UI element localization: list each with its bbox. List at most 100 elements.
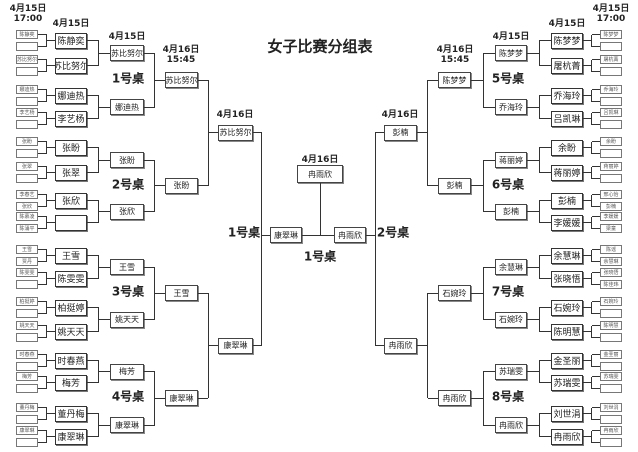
entrant-slot[interactable]: 陈佳玮 bbox=[600, 280, 622, 289]
round2-slot[interactable]: 彭楠 bbox=[551, 192, 583, 209]
entrant-slot[interactable] bbox=[600, 362, 622, 371]
entrant-slot[interactable] bbox=[600, 174, 622, 183]
entrant-slot[interactable]: 梅芳 bbox=[16, 372, 38, 381]
entrant-slot[interactable] bbox=[16, 174, 38, 183]
entrant-slot[interactable] bbox=[600, 120, 622, 129]
entrant-slot[interactable]: 董丹梅 bbox=[16, 403, 38, 412]
entrant-slot[interactable]: 梁童 bbox=[600, 224, 622, 233]
round3-slot[interactable]: 苏比努尔 bbox=[110, 45, 144, 61]
semifinal-slot[interactable]: 康翠琳 bbox=[218, 337, 253, 354]
round2-slot[interactable]: 康翠琳 bbox=[55, 428, 87, 445]
entrant-slot[interactable]: 柏挺婷 bbox=[16, 297, 38, 306]
round4-slot[interactable]: 王雪 bbox=[165, 285, 198, 302]
round3-slot[interactable]: 陈梦梦 bbox=[495, 45, 527, 61]
round2-slot[interactable]: 苏瑞雯 bbox=[551, 374, 583, 391]
entrant-slot[interactable]: 金圣丽 bbox=[600, 350, 622, 359]
entrant-slot[interactable]: 时春燕 bbox=[16, 350, 38, 359]
entrant-slot[interactable] bbox=[16, 149, 38, 158]
round3-slot[interactable]: 石婉玲 bbox=[495, 311, 527, 328]
round3-slot[interactable]: 余慧琳 bbox=[495, 259, 527, 275]
round3-slot[interactable]: 梅芳 bbox=[110, 363, 144, 380]
round4-slot[interactable]: 张盼 bbox=[165, 177, 198, 194]
entrant-slot[interactable]: 王雪 bbox=[16, 245, 38, 254]
round3-slot[interactable]: 张欣 bbox=[110, 203, 144, 220]
round2-slot[interactable]: 张翠 bbox=[55, 164, 87, 181]
entrant-slot[interactable]: 陈梦梦 bbox=[600, 30, 622, 39]
round2-slot[interactable]: 刘世涓 bbox=[551, 405, 583, 422]
entrant-slot[interactable]: 吕凯琳 bbox=[600, 108, 622, 117]
entrant-slot[interactable]: 屠杭菁 bbox=[600, 55, 622, 64]
entrant-slot[interactable]: 彭楠 bbox=[600, 202, 622, 211]
entrant-slot[interactable]: 冉雨欣 bbox=[600, 426, 622, 435]
entrant-slot[interactable]: 陈雯雯 bbox=[16, 268, 38, 277]
entrant-slot[interactable] bbox=[600, 384, 622, 393]
entrant-slot[interactable]: 苏瑞雯 bbox=[600, 372, 622, 381]
entrant-slot[interactable]: 张盼 bbox=[16, 137, 38, 146]
round2-slot[interactable]: 娜迪热 bbox=[55, 87, 87, 104]
round2-slot[interactable]: 张盼 bbox=[55, 139, 87, 156]
entrant-slot[interactable] bbox=[16, 97, 38, 106]
entrant-slot[interactable]: 贾丹 bbox=[16, 257, 38, 266]
round2-slot[interactable]: 张欣 bbox=[55, 192, 87, 209]
round2-slot[interactable]: 吕凯琳 bbox=[551, 110, 583, 127]
round4-slot[interactable]: 苏比努尔 bbox=[165, 72, 198, 88]
entrant-slot[interactable]: 蒋丽婷 bbox=[600, 162, 622, 171]
entrant-slot[interactable]: 苏比努尔 bbox=[16, 55, 38, 64]
entrant-slot[interactable] bbox=[16, 362, 38, 371]
entrant-slot[interactable]: 邢心怡 bbox=[600, 190, 622, 199]
entrant-slot[interactable] bbox=[16, 120, 38, 129]
round2-slot[interactable]: 李媛媛 bbox=[551, 214, 583, 231]
champion-slot[interactable]: 冉雨欣 bbox=[297, 165, 343, 183]
entrant-slot[interactable] bbox=[16, 42, 38, 51]
entrant-slot[interactable]: 康翠琳 bbox=[16, 426, 38, 435]
entrant-slot[interactable]: 张欣 bbox=[16, 202, 38, 211]
final-left-slot[interactable]: 康翠琳 bbox=[270, 227, 302, 244]
round2-slot[interactable]: 姚天天 bbox=[55, 323, 87, 340]
entrant-slot[interactable] bbox=[600, 42, 622, 51]
round2-slot[interactable]: 金圣丽 bbox=[551, 352, 583, 369]
round4-slot[interactable]: 彭楠 bbox=[438, 177, 471, 194]
entrant-slot[interactable] bbox=[16, 309, 38, 318]
entrant-slot[interactable]: 陈涌平 bbox=[16, 224, 38, 233]
round2-slot[interactable]: 余盼 bbox=[551, 139, 583, 156]
entrant-slot[interactable]: 姚天天 bbox=[16, 321, 38, 330]
entrant-slot[interactable]: 乔海玲 bbox=[600, 85, 622, 94]
entrant-slot[interactable]: 李春艺 bbox=[16, 190, 38, 199]
round3-slot[interactable]: 康翠琳 bbox=[110, 417, 144, 433]
semifinal-slot[interactable]: 冉雨欣 bbox=[384, 337, 417, 354]
round2-slot[interactable]: 梅芳 bbox=[55, 374, 87, 391]
round2-slot[interactable]: 董丹梅 bbox=[55, 405, 87, 422]
round2-slot[interactable]: 时春燕 bbox=[55, 352, 87, 369]
entrant-slot[interactable] bbox=[600, 97, 622, 106]
round4-slot[interactable]: 石婉玲 bbox=[438, 285, 471, 302]
entrant-slot[interactable]: 陈明慧 bbox=[600, 321, 622, 330]
round2-slot[interactable]: 王雪 bbox=[55, 247, 87, 264]
round2-slot[interactable]: 屠杭菁 bbox=[551, 57, 583, 74]
entrant-slot[interactable]: 李媛媛 bbox=[600, 212, 622, 221]
round3-slot[interactable]: 苏瑞雯 bbox=[495, 363, 527, 380]
round2-slot[interactable]: 余慧琳 bbox=[551, 247, 583, 264]
round3-slot[interactable]: 冉雨欣 bbox=[495, 417, 527, 433]
round2-slot[interactable]: 乔海玲 bbox=[551, 87, 583, 104]
entrant-slot[interactable]: 娜迪热 bbox=[16, 85, 38, 94]
entrant-slot[interactable] bbox=[600, 438, 622, 447]
entrant-slot[interactable]: 陈静奕 bbox=[16, 30, 38, 39]
round2-slot[interactable]: 苏比努尔 bbox=[55, 57, 87, 74]
entrant-slot[interactable] bbox=[600, 149, 622, 158]
round2-slot[interactable]: 陈梦梦 bbox=[551, 32, 583, 49]
round2-slot[interactable]: 柏挺婷 bbox=[55, 299, 87, 316]
entrant-slot[interactable]: 陈慕凌 bbox=[16, 212, 38, 221]
round2-slot[interactable]: 陈雯雯 bbox=[55, 270, 87, 287]
round3-slot[interactable]: 蒋丽婷 bbox=[495, 152, 527, 168]
entrant-slot[interactable]: 石婉玲 bbox=[600, 297, 622, 306]
entrant-slot[interactable]: 李艺杨 bbox=[16, 108, 38, 117]
round3-slot[interactable]: 乔海玲 bbox=[495, 99, 527, 115]
entrant-slot[interactable] bbox=[600, 415, 622, 424]
round4-slot[interactable]: 陈梦梦 bbox=[438, 72, 471, 88]
round2-slot[interactable]: 蒋丽婷 bbox=[551, 164, 583, 181]
entrant-slot[interactable]: 张翠 bbox=[16, 162, 38, 171]
round3-slot[interactable]: 张盼 bbox=[110, 152, 144, 168]
round2-slot[interactable]: 陈静奕 bbox=[55, 32, 87, 49]
entrant-slot[interactable]: 陈谣 bbox=[600, 245, 622, 254]
entrant-slot[interactable] bbox=[600, 309, 622, 318]
